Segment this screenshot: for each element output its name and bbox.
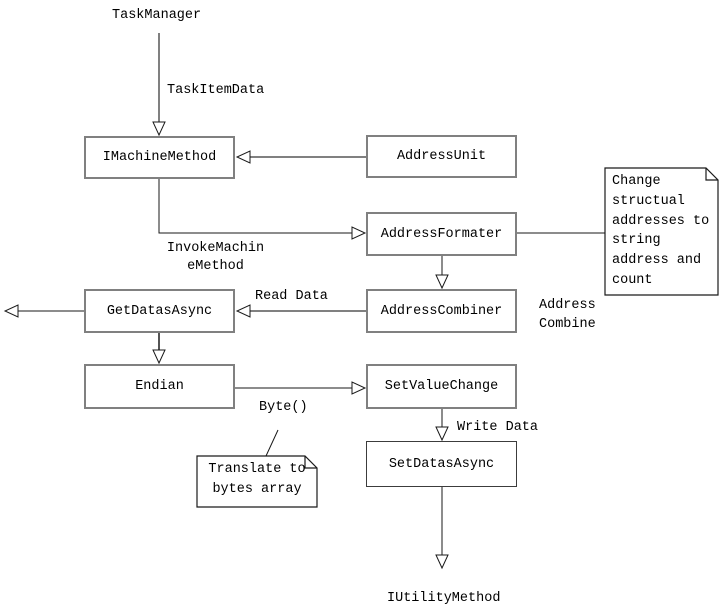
label-invoke-machine-method: InvokeMachin eMethod <box>166 241 265 274</box>
connector-taskmanager-to-imachinemethod <box>152 33 166 137</box>
arrowhead-left-icon <box>235 150 251 164</box>
note-fold-icon <box>304 456 317 469</box>
arrowhead-down-icon <box>435 274 449 290</box>
note-fold-icon <box>705 168 718 181</box>
connector-addresscombiner-to-getdatasasync <box>235 304 366 318</box>
connector-getdatasasync-to-endian <box>152 333 166 365</box>
arrowhead-right-icon <box>351 226 367 240</box>
node-set-datas-async: SetDatasAsync <box>366 441 517 487</box>
connector-imachinemethod-to-addressformater <box>158 178 367 240</box>
connector-setdatasasync-to-iutilitymethod <box>435 487 449 570</box>
note-translate-bytes-text: Translate to bytes array <box>208 462 306 497</box>
connector-addressunit-to-imachinemethod <box>235 150 366 164</box>
connector-byte-to-note <box>265 429 279 457</box>
arrowhead-left-icon <box>3 304 19 318</box>
node-endian: Endian <box>84 364 235 409</box>
label-write-data: Write Data <box>457 420 539 435</box>
arrowhead-down-icon <box>152 121 166 137</box>
node-address-unit: AddressUnit <box>366 135 517 178</box>
note-change-structural-text: Change structual addresses to string add… <box>612 174 710 288</box>
arrowhead-down-icon <box>152 349 166 365</box>
connector-addressformater-to-addresscombiner <box>435 256 449 290</box>
node-set-value-change: SetValueChange <box>366 364 517 409</box>
node-address-formater: AddressFormater <box>366 212 517 256</box>
note-change-structural-shape <box>604 167 719 296</box>
label-byte: Byte() <box>259 400 308 415</box>
connector-endian-to-setvaluechange <box>235 381 367 395</box>
arrowhead-right-icon <box>351 381 367 395</box>
arrowhead-down-icon <box>435 426 449 442</box>
connector-setvaluechange-to-setdatasasync <box>435 409 449 442</box>
label-task-manager: TaskManager <box>112 8 202 23</box>
label-address-combine: Address Combine <box>539 298 596 332</box>
label-iutility-method: IUtilityMethod <box>387 591 501 606</box>
node-imachine-method: IMachineMethod <box>84 136 235 179</box>
connector-getdatasasync-out-left <box>3 304 84 318</box>
label-read-data: Read Data <box>255 289 328 304</box>
label-task-item-data: TaskItemData <box>167 83 265 98</box>
arrowhead-left-icon <box>235 304 251 318</box>
node-get-datas-async: GetDatasAsync <box>84 289 235 333</box>
arrowhead-down-icon <box>435 554 449 570</box>
note-translate-bytes-shape <box>196 455 318 508</box>
node-address-combiner: AddressCombiner <box>366 289 517 333</box>
